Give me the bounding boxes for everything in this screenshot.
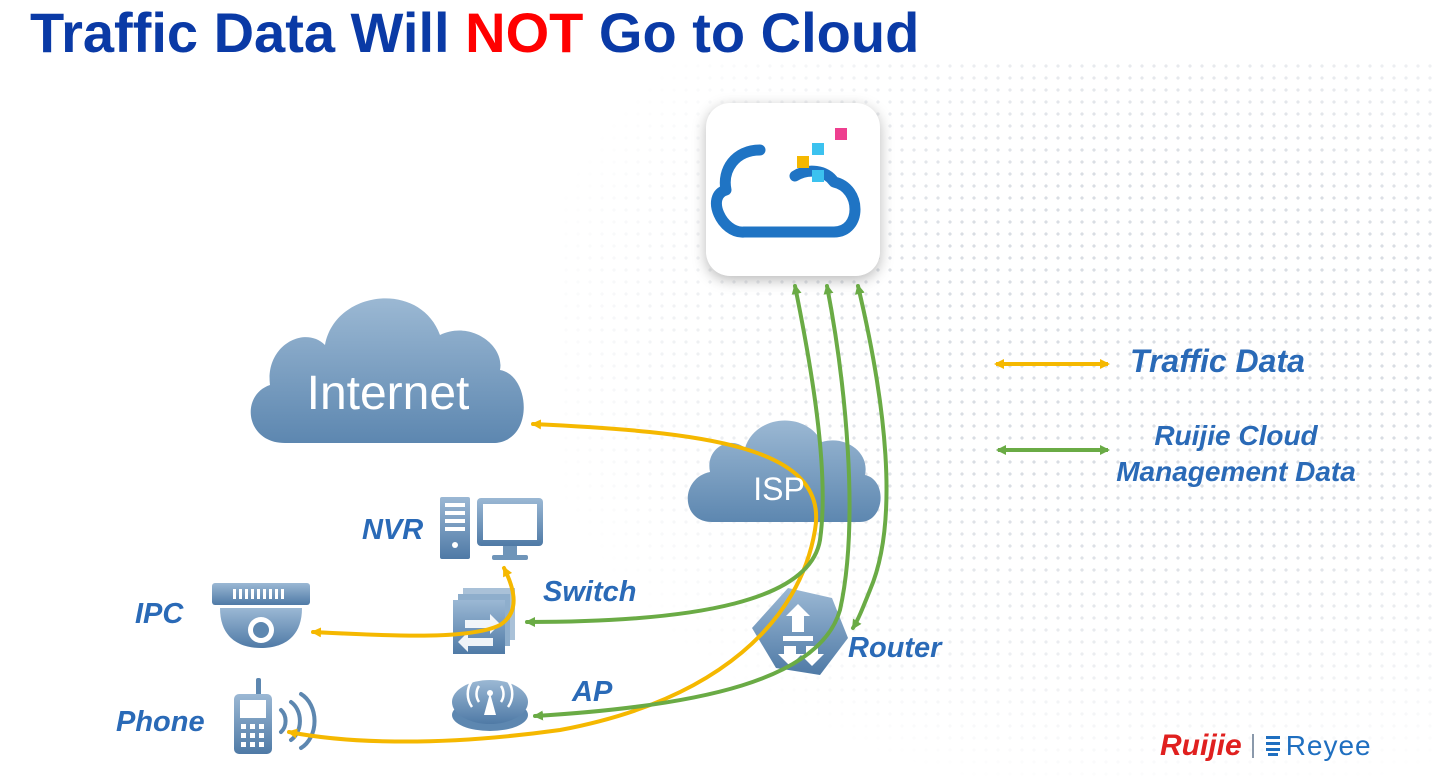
title-part2: Go to Cloud xyxy=(583,1,920,64)
ruijie-cloud-icon xyxy=(710,128,861,238)
traffic-path-nvr-ipc xyxy=(311,566,516,638)
internet-label: Internet xyxy=(307,367,470,420)
ruijie-logo: Ruijie xyxy=(1160,729,1242,762)
legend-traffic-label: Traffic Data xyxy=(1130,343,1305,379)
legend-mgmt-line2: Management Data xyxy=(1116,456,1356,487)
legend-mgmt-label: Ruijie Cloud Management Data xyxy=(1098,418,1374,490)
mgmt-path-ap xyxy=(533,284,852,721)
switch-label: Switch xyxy=(543,576,637,608)
phone-label: Phone xyxy=(116,706,205,738)
isp-label: ISP xyxy=(753,471,805,507)
reyee-mark-icon xyxy=(1265,736,1280,756)
page-title: Traffic Data Will NOT Go to Cloud xyxy=(30,0,919,65)
phone-icon xyxy=(234,678,317,754)
title-highlight: NOT xyxy=(465,1,584,64)
router-label: Router xyxy=(848,632,942,664)
mgmt-path-router xyxy=(851,284,889,630)
ap-label: AP xyxy=(572,676,613,708)
access-point-icon xyxy=(452,680,528,731)
nvr-icon xyxy=(440,497,543,560)
brand-logos: Ruijie Reyee xyxy=(1160,728,1372,764)
ipc-label: IPC xyxy=(135,598,184,630)
title-part1: Traffic Data Will xyxy=(30,1,466,64)
internet-cloud xyxy=(250,298,524,443)
nvr-label: NVR xyxy=(362,514,424,546)
ipc-camera-icon xyxy=(212,583,310,648)
management-data-paths xyxy=(525,284,889,721)
brand-divider xyxy=(1251,734,1254,758)
legend-mgmt-line1: Ruijie Cloud xyxy=(1154,420,1318,451)
reyee-logo: Reyee xyxy=(1285,730,1372,761)
